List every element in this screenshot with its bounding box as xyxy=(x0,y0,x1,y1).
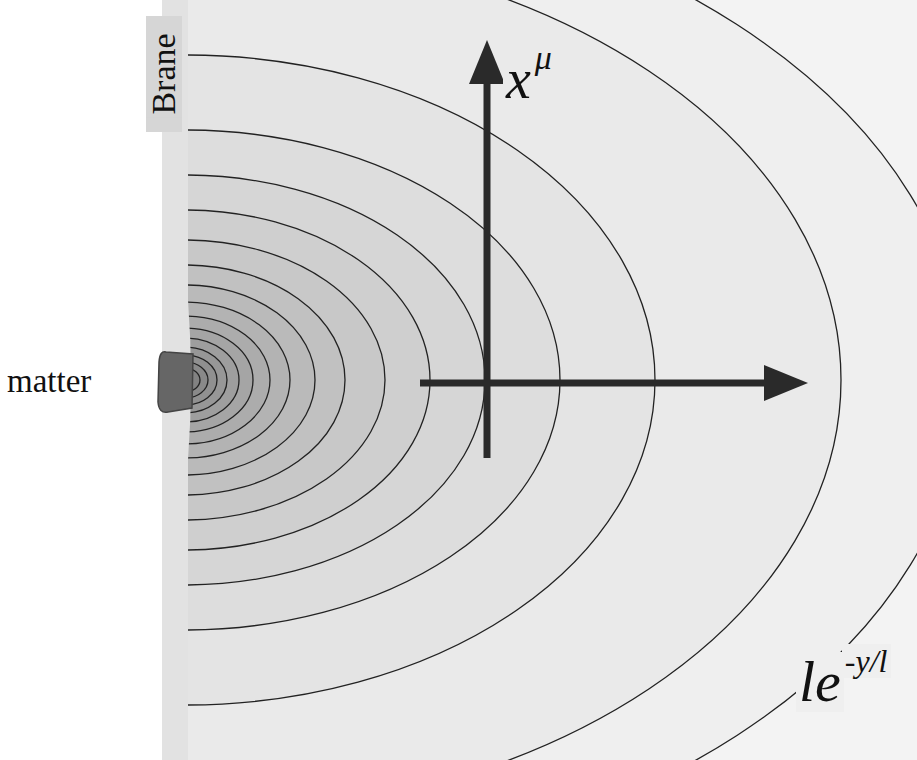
axis-label: x xyxy=(503,50,534,108)
axis-superscript: -y/l xyxy=(842,644,891,678)
brane-label: Brane xyxy=(146,30,182,117)
axis-superscript: μ xyxy=(532,40,555,76)
axis-label: le xyxy=(796,652,844,712)
brane-label-patch xyxy=(146,16,182,132)
matter-label: matter xyxy=(4,364,94,399)
contour-lines xyxy=(188,0,917,760)
axes xyxy=(420,40,808,458)
matter-blob xyxy=(158,352,193,413)
